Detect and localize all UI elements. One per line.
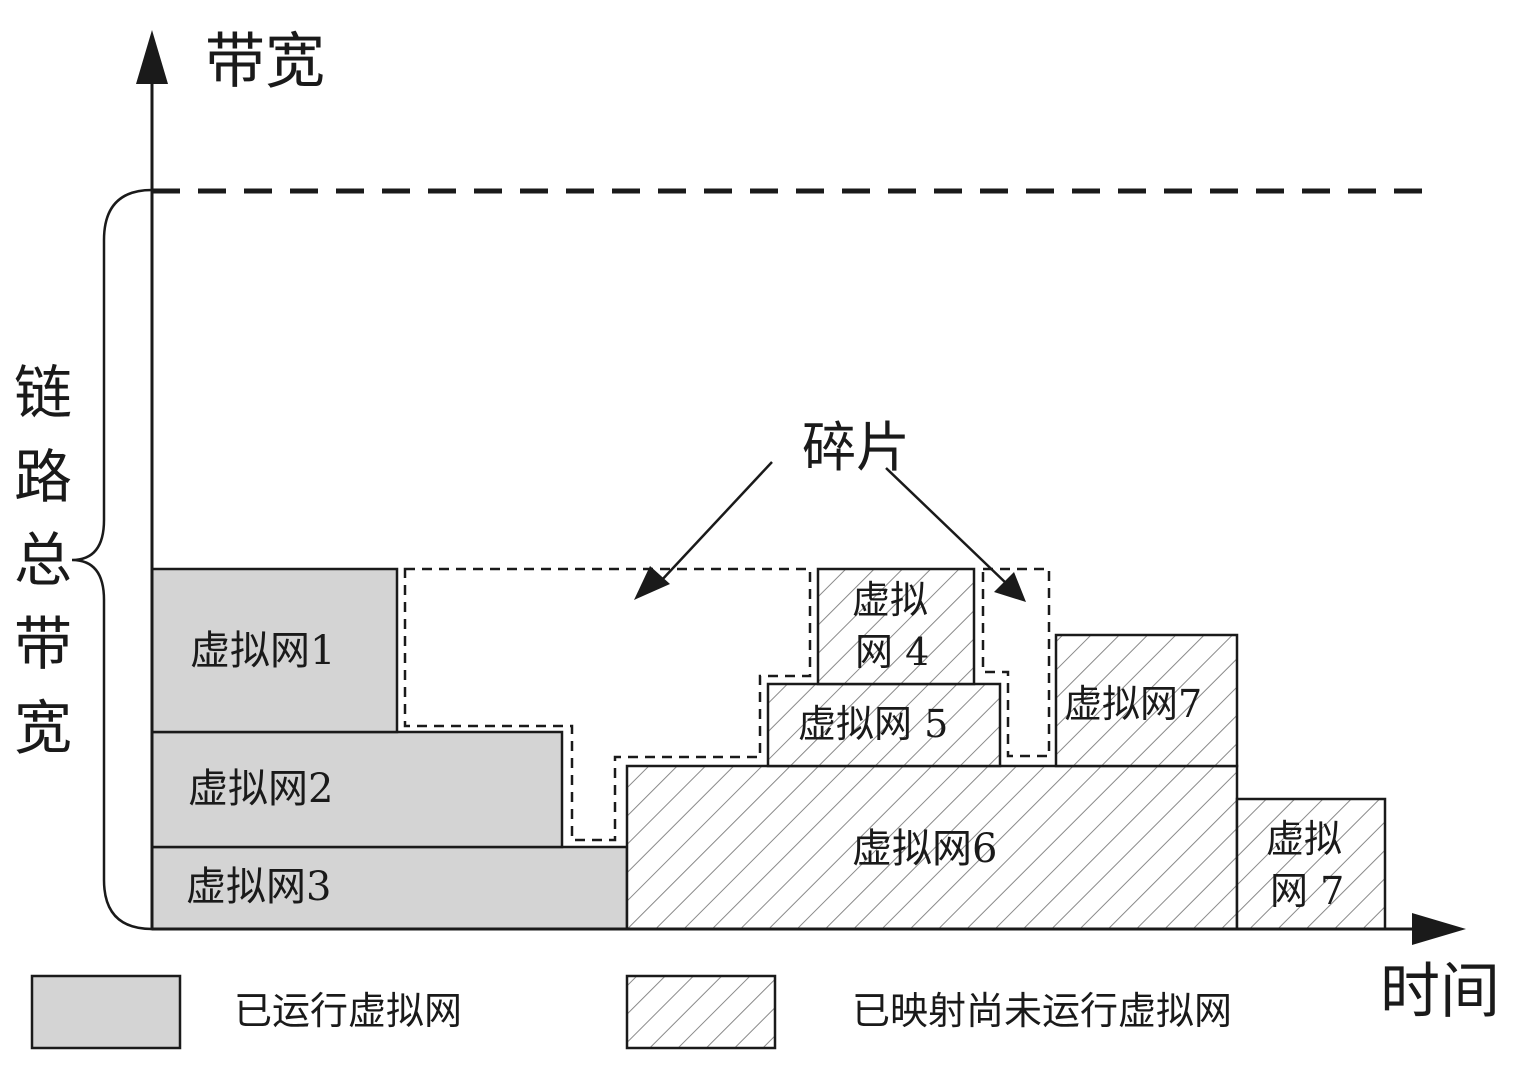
total-bandwidth-char-5: 宽 xyxy=(14,694,72,762)
total-bandwidth-char-1: 链 xyxy=(14,359,72,427)
label-vn4-line2: 网 4 xyxy=(855,630,929,674)
fragment-arrow-left-head xyxy=(634,566,670,600)
label-vn6: 虚拟网6 xyxy=(852,826,997,872)
fragment-arrow-left-line xyxy=(660,462,772,582)
y-axis-arrowhead xyxy=(136,30,168,84)
legend-swatch-running xyxy=(32,976,180,1048)
label-vn1: 虚拟网1 xyxy=(190,628,335,674)
x-axis-arrowhead xyxy=(1412,913,1466,945)
label-vn5: 虚拟网 5 xyxy=(798,702,948,746)
total-bandwidth-char-2: 路 xyxy=(14,443,72,511)
label-vn4-line1: 虚拟 xyxy=(852,578,928,622)
fragment-arrow-right-line xyxy=(886,468,1008,585)
total-bandwidth-char-3: 总 xyxy=(14,526,72,594)
label-vn3: 虚拟网3 xyxy=(186,864,331,910)
legend-swatch-mapped xyxy=(627,976,775,1048)
legend-label-mapped: 已映射尚未运行虚拟网 xyxy=(852,989,1232,1033)
label-vn7-bottom-line2: 网 7 xyxy=(1270,869,1344,913)
total-bandwidth-char-4: 带 xyxy=(14,610,72,678)
y-axis-title: 带宽 xyxy=(205,27,325,97)
fragment-label: 碎片 xyxy=(802,416,910,479)
total-bandwidth-brace xyxy=(72,190,152,929)
label-vn2: 虚拟网2 xyxy=(188,766,333,812)
x-axis-title: 时间 xyxy=(1380,957,1500,1027)
label-vn7-top: 虚拟网7 xyxy=(1064,682,1202,726)
legend-label-running: 已运行虚拟网 xyxy=(234,989,462,1033)
label-vn7-bottom-line1: 虚拟 xyxy=(1266,817,1342,861)
